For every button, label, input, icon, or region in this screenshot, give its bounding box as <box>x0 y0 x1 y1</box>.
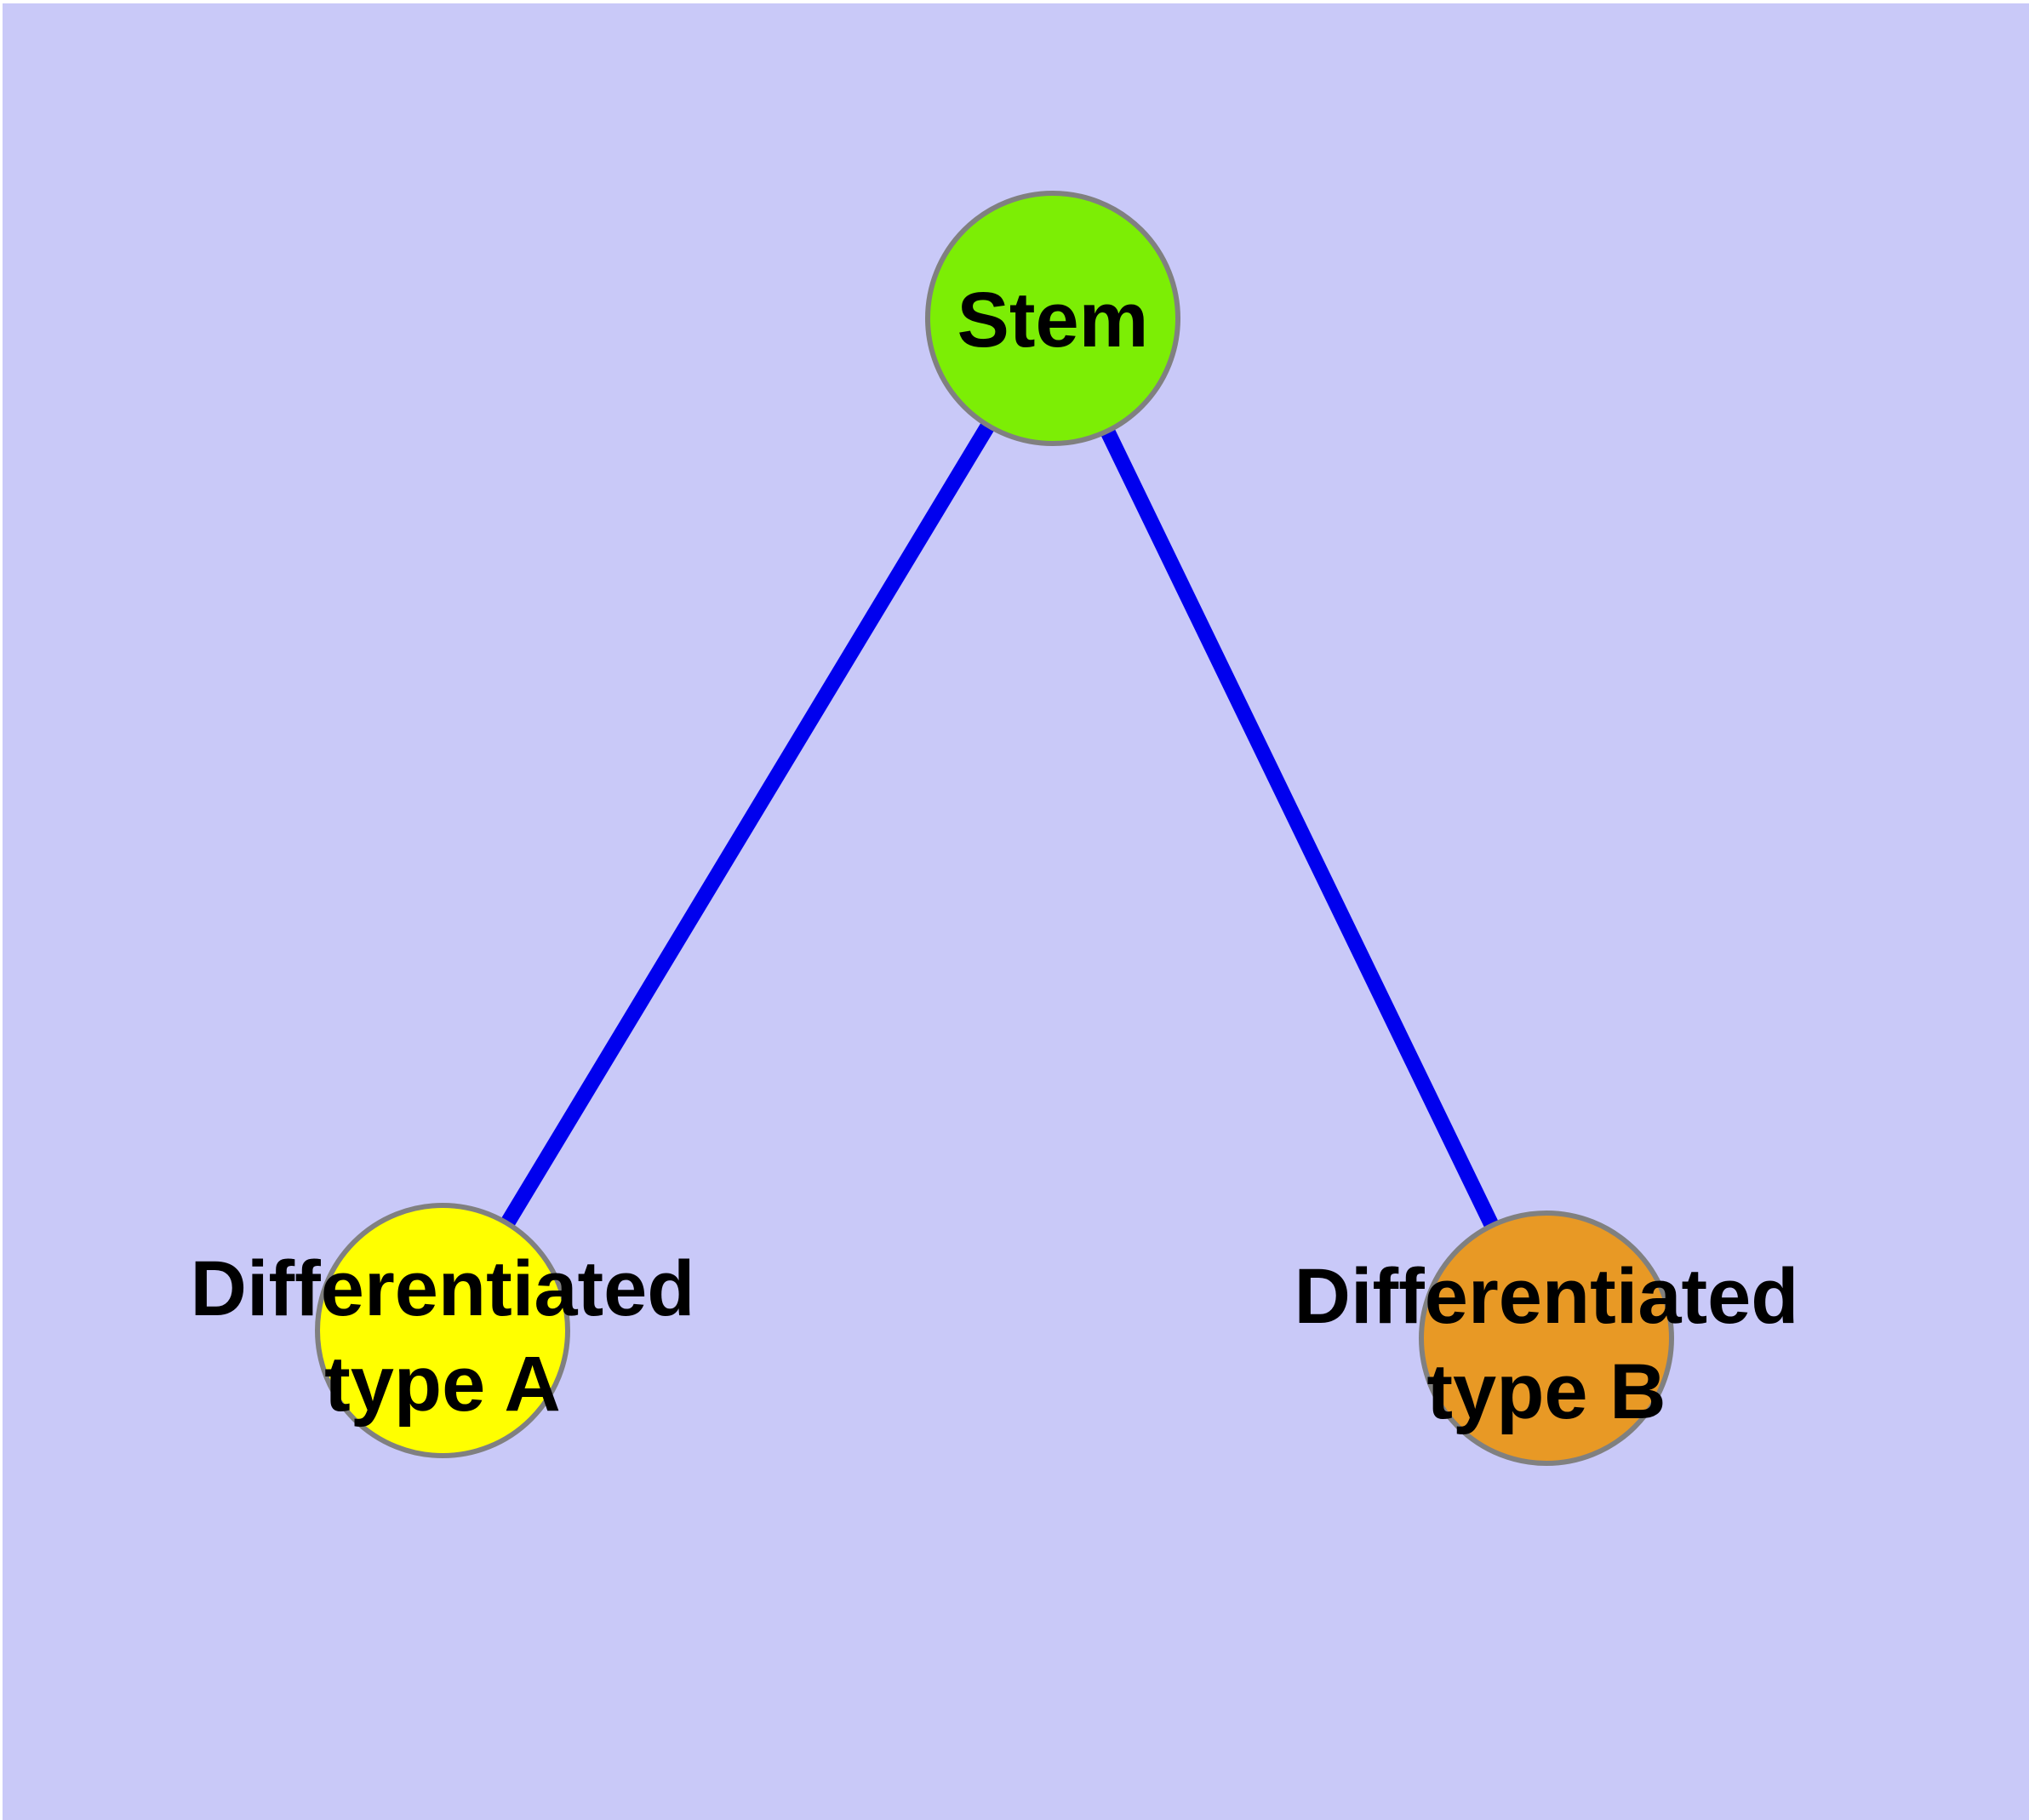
edge-stem-to-diff-b <box>1045 315 1554 1342</box>
node-label-line: Differentiated <box>191 1245 695 1332</box>
node-circle-stem <box>925 191 1180 446</box>
node-label-diff-a: Differentiated type A <box>191 1245 695 1428</box>
node-circle-diff-b <box>1419 1210 1674 1466</box>
node-label-line: type A <box>324 1341 561 1428</box>
node-label-line: Differentiated <box>1295 1253 1799 1340</box>
node-circle-diff-a <box>315 1203 570 1458</box>
node-label-stem: Stem <box>957 277 1149 363</box>
node-label-line: Stem <box>957 277 1149 363</box>
edge-stem-to-diff-a <box>436 314 1060 1335</box>
node-label-line: type B <box>1426 1348 1666 1435</box>
